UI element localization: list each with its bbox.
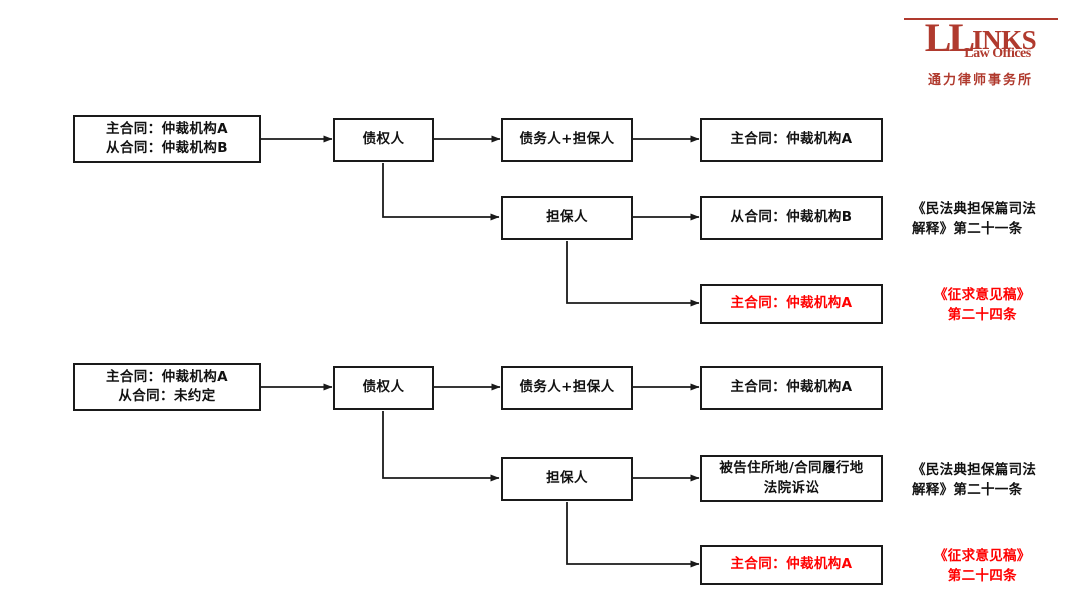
annotation-1-lower-line-1: 《征求意见稿》 (934, 287, 1031, 303)
arrow-guarantor-to-redresult-2 (566, 502, 700, 568)
arrow-creditor-to-guarantor-2 (382, 411, 500, 482)
debtor-guarantor-box-1[interactable]: 债务人+担保人 (501, 118, 633, 162)
debtor-guarantor-box-1-label: 债务人+担保人 (519, 131, 615, 148)
contract-box-2-line-2: 从合同：未约定 (118, 388, 216, 404)
guarantor-box-1-label: 担保人 (546, 209, 588, 226)
result-box-2-lower-label: 主合同：仲裁机构A (730, 556, 853, 573)
guarantor-box-2[interactable]: 担保人 (501, 457, 633, 501)
arrow-guarantor-to-redresult-1 (566, 241, 700, 307)
result-box-2-middle-line-1: 被告住所地/合同履行地 (719, 460, 864, 477)
result-box-2-upper-label: 主合同：仲裁机构A (730, 379, 853, 396)
creditor-box-2[interactable]: 债权人 (333, 366, 434, 410)
contract-box-1-line-1: 主合同：仲裁机构A (105, 120, 229, 137)
annotation-2-lower-line-1: 《征求意见稿》 (934, 548, 1031, 564)
logo-rule (903, 18, 1058, 20)
arrow-creditor-to-guarantor-1 (382, 163, 500, 221)
result-box-2-lower[interactable]: 主合同：仲裁机构A (700, 545, 883, 585)
result-box-2-upper[interactable]: 主合同：仲裁机构A (700, 366, 883, 410)
logo-wordmark: LLINKS (893, 18, 1068, 58)
creditor-box-1[interactable]: 债权人 (333, 118, 434, 162)
result-box-1-upper[interactable]: 主合同：仲裁机构A (700, 118, 883, 162)
debtor-guarantor-box-2[interactable]: 债务人+担保人 (501, 366, 633, 410)
result-box-1-lower[interactable]: 主合同：仲裁机构A (700, 284, 883, 324)
annotation-2-lower-line-2: 第二十四条 (947, 568, 1017, 585)
logo-inks-text: INKS (972, 25, 1037, 55)
annotation-1-middle-line-1: 《民法典担保篇司法 (912, 201, 1037, 217)
annotation-2-middle-line-2: 解释》第二十一条 (912, 482, 1023, 499)
logo-ll-text: LL (924, 15, 975, 60)
contract-box-2-line-1: 主合同：仲裁机构A (105, 368, 229, 385)
result-box-1-middle-label: 从合同：仲裁机构B (730, 209, 853, 226)
result-box-2-middle[interactable]: 被告住所地/合同履行地 法院诉讼 (700, 455, 883, 502)
guarantor-box-1[interactable]: 担保人 (501, 196, 633, 240)
annotation-1-lower: 《征求意见稿》 第二十四条 (934, 285, 1031, 326)
result-box-1-upper-label: 主合同：仲裁机构A (730, 131, 853, 148)
contract-box-2[interactable]: 主合同：仲裁机构A 从合同：未约定 (73, 363, 261, 411)
result-box-1-lower-label: 主合同：仲裁机构A (730, 295, 853, 312)
annotation-1-middle-line-2: 解释》第二十一条 (912, 221, 1023, 238)
guarantor-box-2-label: 担保人 (546, 470, 588, 487)
creditor-box-1-label: 债权人 (362, 131, 405, 148)
annotation-1-lower-line-2: 第二十四条 (947, 307, 1017, 324)
contract-box-1[interactable]: 主合同：仲裁机构A 从合同：仲裁机构B (73, 115, 261, 163)
annotation-1-middle: 《民法典担保篇司法 解释》第二十一条 (912, 199, 1036, 240)
logo-tagline-cn: 通力律师事务所 (927, 73, 1033, 88)
result-box-1-middle[interactable]: 从合同：仲裁机构B (700, 196, 883, 240)
annotation-2-middle-line-1: 《民法典担保篇司法 (912, 462, 1037, 478)
annotation-2-middle: 《民法典担保篇司法 解释》第二十一条 (912, 460, 1036, 501)
annotation-2-lower: 《征求意见稿》 第二十四条 (934, 546, 1031, 587)
logo-tagline-en: Law Offices (964, 46, 1031, 61)
llinks-law-offices-logo: LLINKS Law Offices 通力律师事务所 (893, 18, 1068, 90)
contract-box-1-line-2: 从合同：仲裁机构B (106, 140, 228, 156)
result-box-2-middle-line-2: 法院诉讼 (763, 479, 820, 496)
debtor-guarantor-box-2-label: 债务人+担保人 (519, 379, 615, 396)
creditor-box-2-label: 债权人 (362, 379, 405, 396)
